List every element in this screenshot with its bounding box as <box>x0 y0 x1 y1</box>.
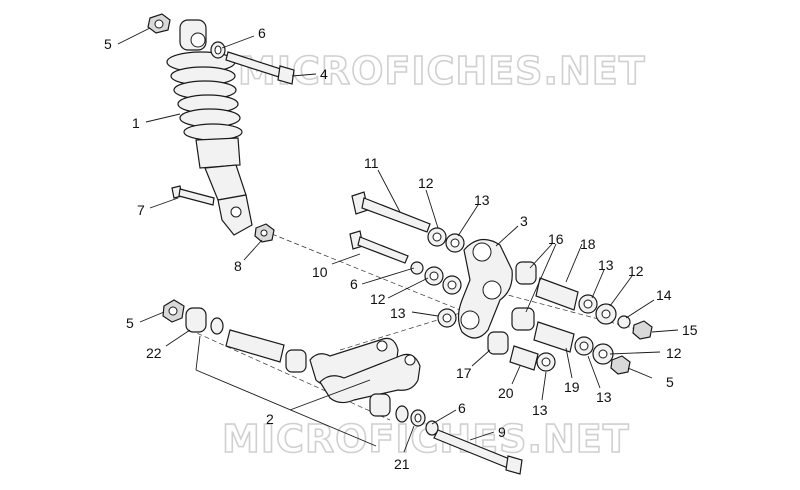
callout-4: 4 <box>320 66 328 82</box>
callout-14: 14 <box>656 287 672 303</box>
callout-18: 18 <box>580 236 596 252</box>
washer-top <box>210 41 226 59</box>
leader-lines <box>117 27 679 453</box>
watermark-top: MICROFICHES.NET <box>238 49 646 93</box>
rocker-arm <box>457 239 513 339</box>
callout-7: 7 <box>137 202 145 218</box>
callout-21: 21 <box>394 456 410 472</box>
callout-9: 9 <box>498 424 506 440</box>
callout-12b: 12 <box>628 263 644 279</box>
callout-10: 10 <box>312 264 328 280</box>
callout-12a: 12 <box>418 175 434 191</box>
watermark-bottom: MICROFICHES.NET <box>222 417 630 461</box>
callout-17: 17 <box>456 365 472 381</box>
callout-13e: 13 <box>532 402 548 418</box>
callout-2: 2 <box>266 411 274 427</box>
callout-1: 1 <box>132 115 140 131</box>
washers-rocker-right <box>574 294 653 375</box>
callout-22: 22 <box>146 345 162 361</box>
callout-11: 11 <box>364 155 379 171</box>
callout-12d: 12 <box>666 345 682 361</box>
washers-rocker-left <box>410 227 465 328</box>
nut-top <box>147 13 171 34</box>
linkage <box>309 337 439 436</box>
callout-6b: 6 <box>350 276 358 292</box>
callout-6c: 6 <box>458 400 466 416</box>
bolt-top <box>225 51 295 85</box>
callout-12c: 12 <box>370 291 386 307</box>
callout-19: 19 <box>564 379 580 395</box>
callout-13c: 13 <box>390 305 406 321</box>
bolt-bottom <box>433 429 523 475</box>
callout-20: 20 <box>498 385 514 401</box>
left-stack <box>162 299 307 373</box>
callout-5a: 5 <box>104 36 112 52</box>
bolt-rocker-upper <box>351 191 431 233</box>
callout-8: 8 <box>234 258 242 274</box>
bolt-rocker-mid <box>349 230 409 264</box>
callout-13d: 13 <box>596 389 612 405</box>
callout-13a: 13 <box>474 192 490 208</box>
bushings-right <box>487 261 579 372</box>
nut-shock <box>254 223 275 243</box>
callout-16: 16 <box>548 231 564 247</box>
shock-absorber <box>166 19 253 236</box>
callout-13b: 13 <box>598 257 614 273</box>
callout-5b: 5 <box>126 315 134 331</box>
callout-3: 3 <box>520 213 528 229</box>
callout-5c: 5 <box>666 374 674 390</box>
callout-15: 15 <box>682 322 698 338</box>
callouts: 5 6 4 1 7 8 11 12 13 3 16 18 13 12 14 15… <box>104 25 698 472</box>
callout-6a: 6 <box>258 25 266 41</box>
bolt-lower-shock <box>171 185 215 206</box>
